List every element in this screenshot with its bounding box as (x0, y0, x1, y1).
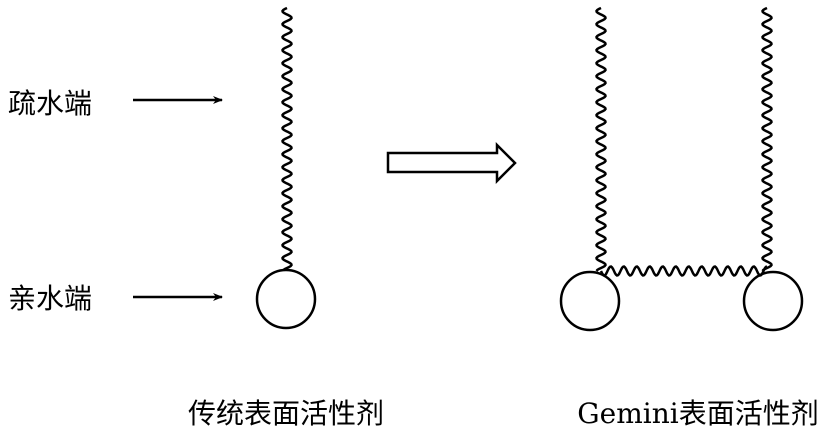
hydrophobic-end-label: 疏水端 (8, 87, 93, 120)
hydrophilic-end-label: 亲水端 (8, 282, 93, 315)
gemini-spacer-chain (599, 265, 768, 277)
gemini-surfactant-caption: Gemini表面活性剂 (577, 397, 819, 430)
hydrophilic-head (255, 268, 317, 330)
hydrophobic-tail (281, 6, 293, 272)
gemini-hydrophobic-tail-left (595, 6, 607, 272)
gemini-hydrophobic-tail-right (761, 6, 773, 272)
transition-arrow-icon (386, 141, 517, 185)
gemini-hydrophilic-head-left (559, 270, 621, 332)
gemini-hydrophilic-head-right (742, 270, 804, 332)
traditional-surfactant-caption: 传统表面活性剂 (187, 397, 385, 430)
